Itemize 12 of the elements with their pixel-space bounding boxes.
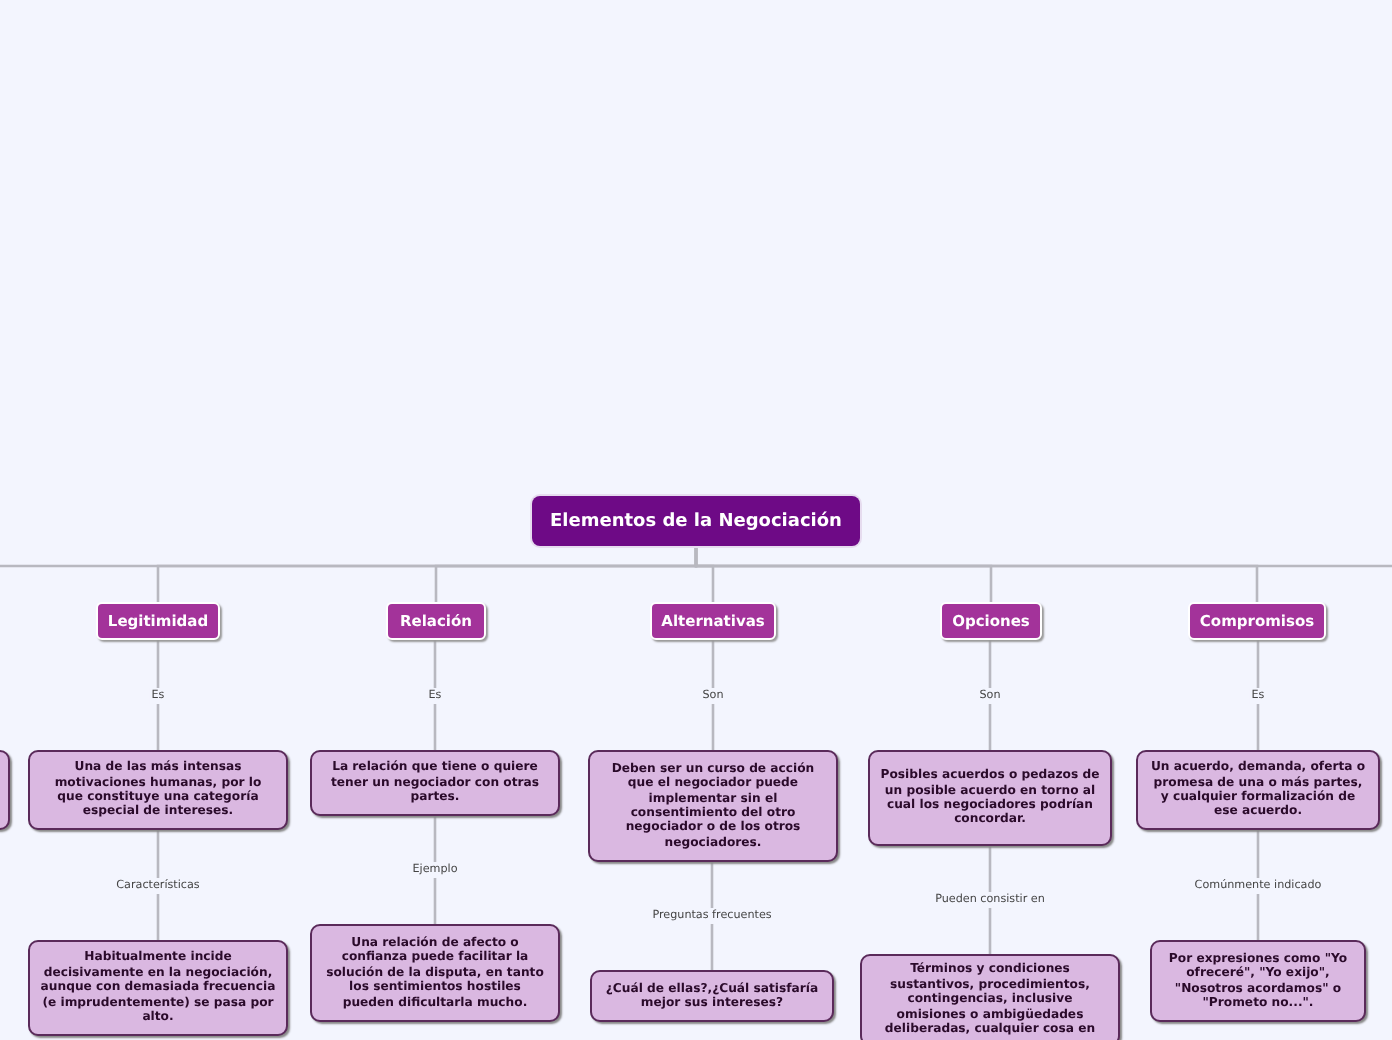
connector-line <box>1256 640 1260 750</box>
connector-line <box>433 640 437 750</box>
connector-line <box>156 830 160 940</box>
connector-line <box>710 862 714 970</box>
connector-line <box>1256 830 1260 940</box>
connector-line <box>711 640 715 750</box>
central-topic-box: Elementos de la Negociación <box>532 496 860 546</box>
connector-line <box>433 816 437 924</box>
connector-line <box>988 846 992 954</box>
connector-line <box>988 640 992 750</box>
connector-line <box>694 546 1392 568</box>
connector-line <box>156 640 160 750</box>
